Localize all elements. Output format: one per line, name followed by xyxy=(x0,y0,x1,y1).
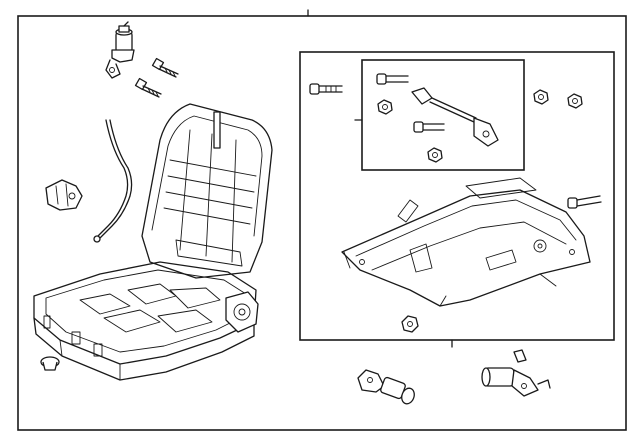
bolt xyxy=(309,83,343,95)
height-adjust-motor xyxy=(105,21,135,79)
bolt xyxy=(401,315,419,333)
bolt xyxy=(567,195,602,209)
bolt xyxy=(134,77,162,98)
recline-motor xyxy=(357,369,415,405)
harness-cable xyxy=(93,119,133,243)
grommet-plug xyxy=(40,356,60,371)
nut xyxy=(377,99,393,115)
bolt xyxy=(413,121,445,133)
track-assembly xyxy=(341,177,591,307)
bolt xyxy=(151,57,179,78)
track-subassembly-box xyxy=(299,51,615,348)
lumbar-motor xyxy=(481,349,551,397)
seat-assembly xyxy=(33,103,273,381)
nut xyxy=(533,89,549,105)
nut xyxy=(567,93,583,109)
nut xyxy=(427,147,443,163)
bracket xyxy=(45,179,83,211)
bolt xyxy=(376,73,409,85)
seatback-frame xyxy=(141,103,273,279)
lumbar-cable xyxy=(411,87,499,147)
outer-frame xyxy=(17,9,627,431)
